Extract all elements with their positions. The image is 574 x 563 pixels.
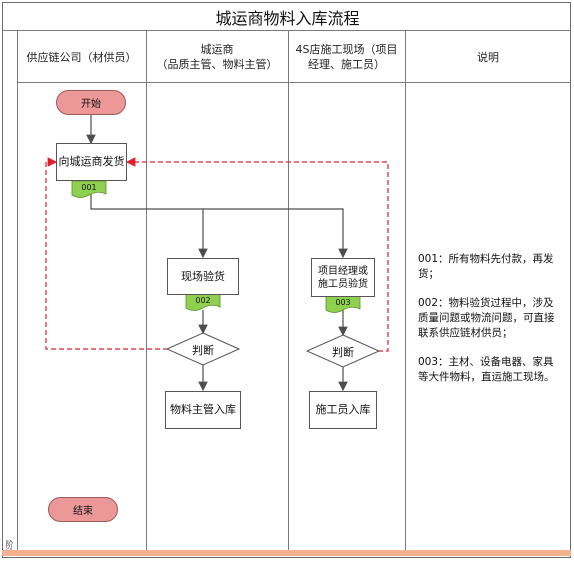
lane-header-supplier: 供应链公司（材供员） xyxy=(17,33,146,81)
ship-goods-node: 向城运商发货 xyxy=(56,143,127,181)
title-divider xyxy=(2,30,571,31)
decision-diamond-right xyxy=(305,334,381,368)
decision-label-right: 判断 xyxy=(332,346,354,359)
lane-header-subtitle: 经理、施工员） xyxy=(308,58,385,71)
diagram-title: 城运商物料入库流程 xyxy=(215,9,360,28)
tag-003-shape xyxy=(325,295,361,313)
lane-header-title: 城运商 xyxy=(200,43,234,56)
tag-001-label: 001 xyxy=(81,182,97,192)
lane-header-title: 4S店施工现场（项目 xyxy=(295,43,398,56)
reject-loop-right xyxy=(125,157,389,352)
bottom-bar xyxy=(2,550,571,556)
decision-label-left: 判断 xyxy=(192,344,214,357)
tag-002-label: 002 xyxy=(195,295,211,305)
lane-header-title: 供应链公司（材供员） xyxy=(26,50,137,64)
notes-panel: 001：所有物料先付款，再发货； 002：物料验货过程中，涉及质量问题或物流问题… xyxy=(418,252,564,399)
pm-inspect-line2: 施工员验货 xyxy=(318,278,368,290)
lane-header-subtitle: （品质主管、物料主管） xyxy=(156,58,278,71)
site-inspect-node: 现场验货 xyxy=(167,258,239,295)
reject-loop-left xyxy=(45,157,168,350)
start-node: 开始 xyxy=(56,90,126,115)
tag-001-shape xyxy=(71,180,107,198)
lane-header-notes: 说明 xyxy=(405,33,571,81)
note-002: 002：物料验货过程中，涉及质量问题或物流问题，可直接联系供应链材供员； xyxy=(418,297,555,339)
note-001: 001：所有物料先付款，再发货； xyxy=(418,253,554,280)
tag-003-label: 003 xyxy=(335,297,351,307)
decision-diamond-left xyxy=(165,332,241,366)
pm-inspect-line1: 项目经理或 xyxy=(318,265,368,277)
lane-divider-2 xyxy=(288,30,289,550)
stage-column-divider xyxy=(17,30,18,550)
lane-divider-1 xyxy=(146,30,147,550)
material-in-node: 物料主管入库 xyxy=(165,391,241,429)
end-node: 结束 xyxy=(48,497,118,522)
stage-label: 阶段 xyxy=(5,540,14,556)
tag-002-shape xyxy=(185,293,221,311)
worker-in-node: 施工员入库 xyxy=(309,391,377,429)
lane-divider-3 xyxy=(405,30,406,550)
lane-header-title: 说明 xyxy=(477,50,499,64)
note-003: 003：主材、设备电器、家具等大件物料，直运施工现场。 xyxy=(418,356,555,383)
pm-inspect-node: 项目经理或 施工员验货 xyxy=(311,258,375,297)
header-divider xyxy=(17,82,571,83)
arrow-ship-to-site-inspect xyxy=(90,193,208,259)
arrow-ship-to-pm-inspect xyxy=(203,208,348,259)
lane-header-operator: 城运商 （品质主管、物料主管） xyxy=(146,33,288,81)
lane-header-site: 4S店施工现场（项目 经理、施工员） xyxy=(288,33,405,81)
